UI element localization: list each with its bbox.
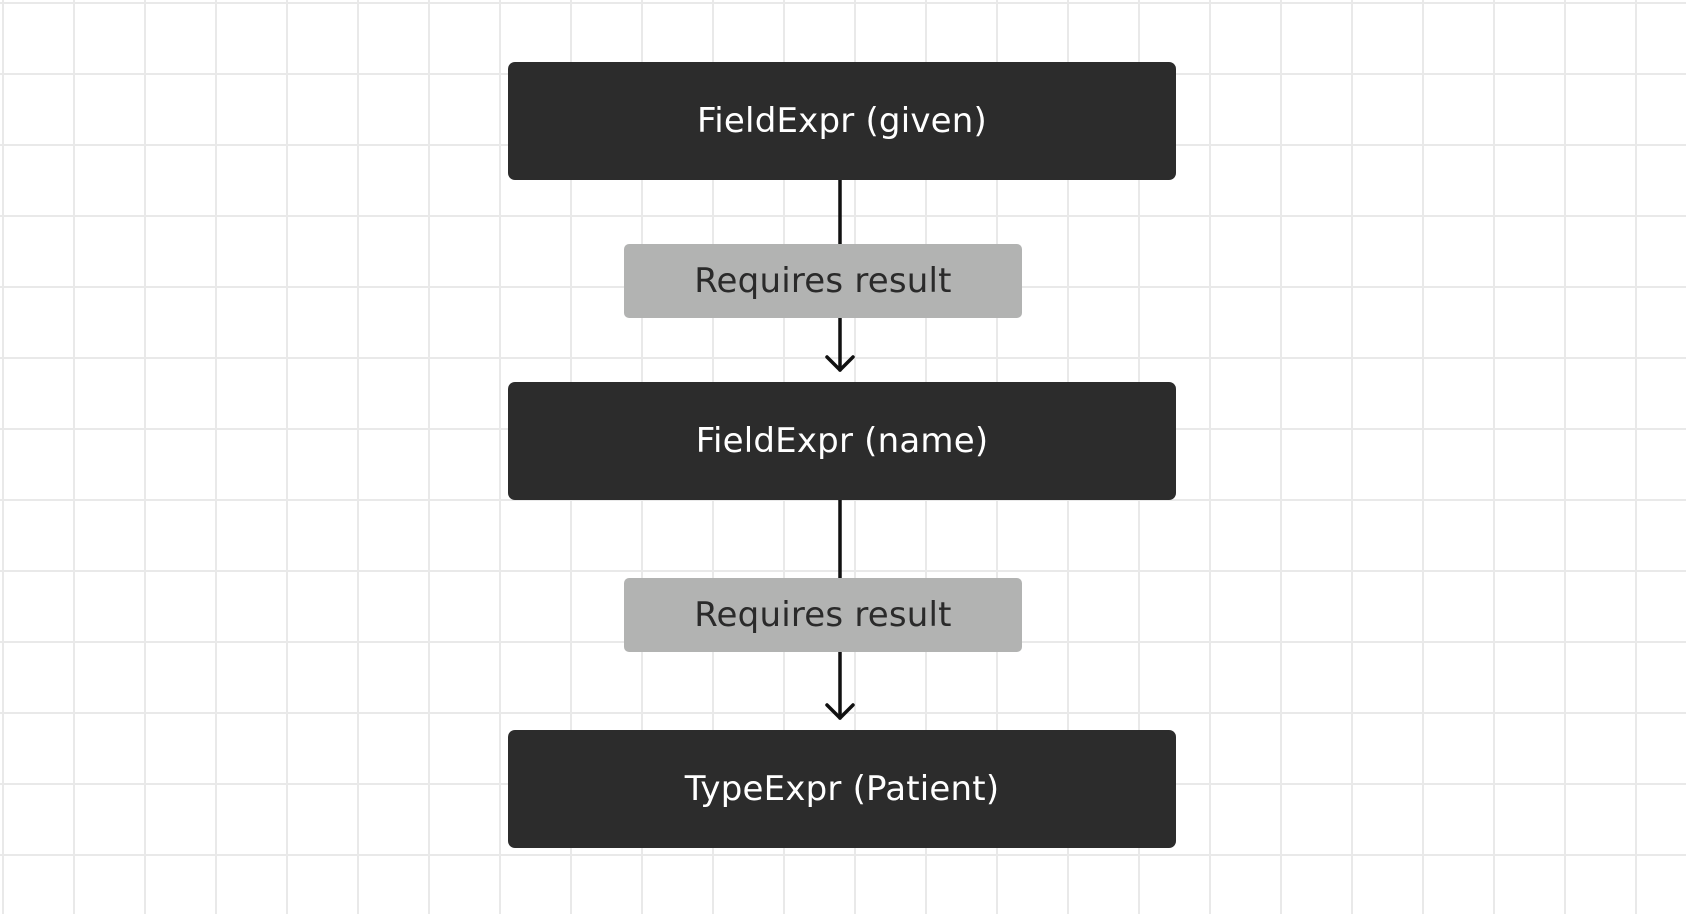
- edge-label-text: Requires result: [694, 595, 952, 635]
- node-label: TypeExpr (Patient): [684, 769, 1000, 809]
- node-fieldexpr-name[interactable]: FieldExpr (name): [508, 382, 1176, 500]
- edge-label-text: Requires result: [694, 261, 952, 301]
- node-label: FieldExpr (given): [697, 101, 987, 141]
- node-typeexpr-patient[interactable]: TypeExpr (Patient): [508, 730, 1176, 848]
- edge-label-requires-result-2: Requires result: [624, 578, 1022, 652]
- edge-label-requires-result-1: Requires result: [624, 244, 1022, 318]
- arrowhead-1-icon: [825, 355, 855, 372]
- node-fieldexpr-given[interactable]: FieldExpr (given): [508, 62, 1176, 180]
- arrowhead-2-icon: [825, 703, 855, 720]
- node-label: FieldExpr (name): [695, 421, 989, 461]
